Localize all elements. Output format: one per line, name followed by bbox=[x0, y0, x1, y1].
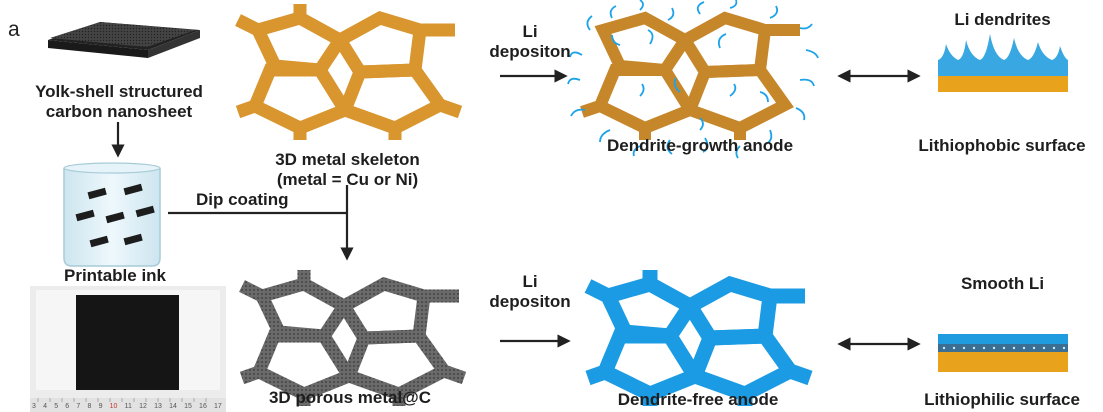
metal-skeleton-label-line2: (metal = Cu or Ni) bbox=[276, 170, 419, 189]
lithiophilic-surface-label: Lithiophilic surface bbox=[924, 390, 1080, 409]
li-deposition-bottom-line2: depositon bbox=[489, 292, 571, 311]
ruler-number: 15 bbox=[184, 403, 192, 410]
beaker-image bbox=[63, 162, 161, 267]
ruler-numbers: 3 4 5 6 7 8 9 10 11 12 13 14 15 16 17 bbox=[32, 401, 222, 412]
ruler-number: 14 bbox=[169, 403, 177, 410]
ruler-number: 13 bbox=[154, 403, 162, 410]
printed-film-photo bbox=[30, 286, 226, 412]
li-deposition-top-label: Li depositon bbox=[480, 22, 580, 62]
metal-skeleton-image bbox=[235, 4, 463, 140]
ruler-number: 4 bbox=[43, 403, 47, 410]
ruler-number: 5 bbox=[54, 403, 59, 410]
li-deposition-bottom-line1: Li bbox=[522, 272, 538, 291]
li-deposition-top-line2: depositon bbox=[489, 42, 571, 61]
dendrite-growth-anode-image bbox=[567, 0, 819, 159]
porous-metal-c-image bbox=[239, 270, 467, 406]
ruler-number: 16 bbox=[199, 403, 207, 410]
carbon-nanosheet-image bbox=[48, 22, 200, 58]
ruler-number: 8 bbox=[87, 403, 92, 410]
printable-ink-label: Printable ink bbox=[63, 266, 167, 285]
smooth-li-image bbox=[938, 334, 1068, 372]
metal-skeleton-label: 3D metal skeleton (metal = Cu or Ni) bbox=[255, 150, 440, 190]
dendrite-free-anode-image bbox=[584, 270, 813, 406]
ruler-number: 17 bbox=[214, 403, 222, 410]
panel-label: a bbox=[8, 18, 20, 41]
li-deposition-bottom-label: Li depositon bbox=[480, 272, 580, 312]
metal-skeleton-label-line1: 3D metal skeleton bbox=[275, 150, 420, 169]
ruler-number: 10 bbox=[109, 403, 118, 410]
ruler-number: 11 bbox=[124, 403, 132, 410]
yolk-shell-label: Yolk-shell structured carbon nanosheet bbox=[14, 82, 224, 122]
dendrite-growth-anode-label: Dendrite-growth anode bbox=[606, 136, 794, 155]
yolk-shell-label-line1: Yolk-shell structured bbox=[35, 82, 203, 101]
dip-coating-label: Dip coating bbox=[196, 190, 289, 209]
porous-metal-c-label: 3D porous metal@C bbox=[268, 388, 432, 407]
li-deposition-top-line1: Li bbox=[522, 22, 538, 41]
dendrite-free-anode-label: Dendrite-free anode bbox=[617, 390, 779, 409]
ruler-number: 9 bbox=[98, 403, 103, 410]
lithiophobic-surface-label: Lithiophobic surface bbox=[918, 136, 1086, 155]
ruler-number: 6 bbox=[65, 403, 70, 410]
ruler-number: 12 bbox=[139, 403, 147, 410]
arrows bbox=[111, 69, 921, 351]
li-dendrites-label: Li dendrites bbox=[954, 10, 1051, 29]
ruler-number: 7 bbox=[76, 403, 81, 410]
smooth-li-label: Smooth Li bbox=[960, 274, 1045, 293]
ruler-number: 3 bbox=[32, 403, 36, 410]
yolk-shell-label-line2: carbon nanosheet bbox=[45, 102, 193, 121]
li-dendrites-image bbox=[938, 34, 1068, 92]
